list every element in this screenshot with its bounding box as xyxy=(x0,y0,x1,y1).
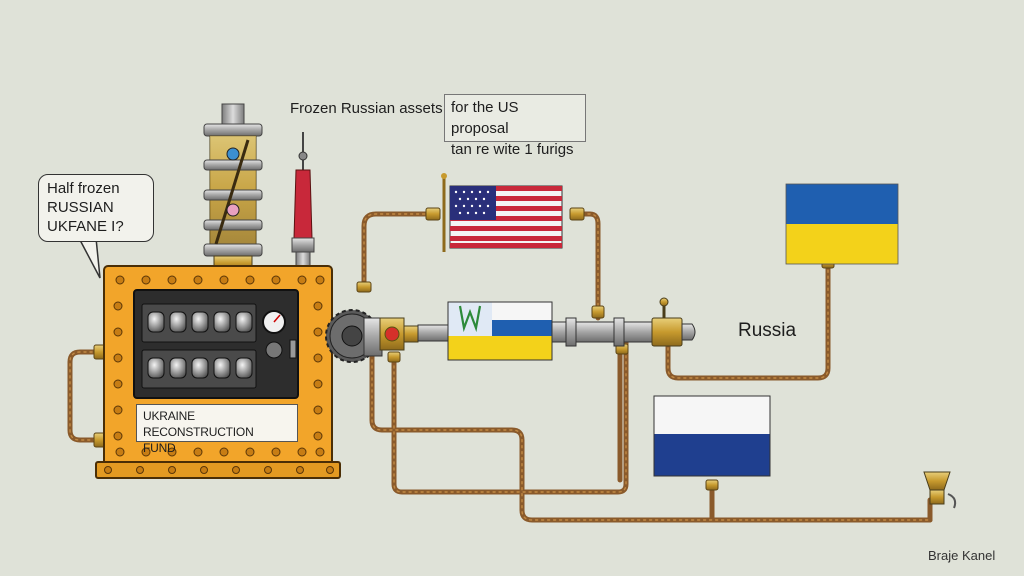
frozen-assets-caption: Frozen Russian assets xyxy=(290,100,443,117)
artist-signature: Braje Kanel xyxy=(928,548,996,563)
flag-russia xyxy=(653,395,771,477)
flag-us xyxy=(441,173,563,252)
funnel-icon xyxy=(923,471,957,509)
flag-ukraine-center xyxy=(447,301,553,361)
tower-cylinder xyxy=(203,103,263,271)
flag-ukraine xyxy=(785,183,899,265)
reconstruction-machine xyxy=(95,265,341,479)
valve-icon xyxy=(551,297,696,347)
speech-bubble-icon xyxy=(78,237,101,279)
red-beacon xyxy=(291,132,315,269)
dial-gauge-icon xyxy=(262,310,297,359)
control-knobs xyxy=(147,311,253,379)
us-proposal-caption: for the US proposal tan re wite 1 furigs xyxy=(444,94,586,158)
fund-nameplate: UKRAINE RECONSTRUCTION FUND xyxy=(136,404,298,455)
russia-label: Russia xyxy=(738,320,797,341)
speech-bubble-text: Half frozen RUSSIAN UKFANE I? xyxy=(38,174,154,242)
